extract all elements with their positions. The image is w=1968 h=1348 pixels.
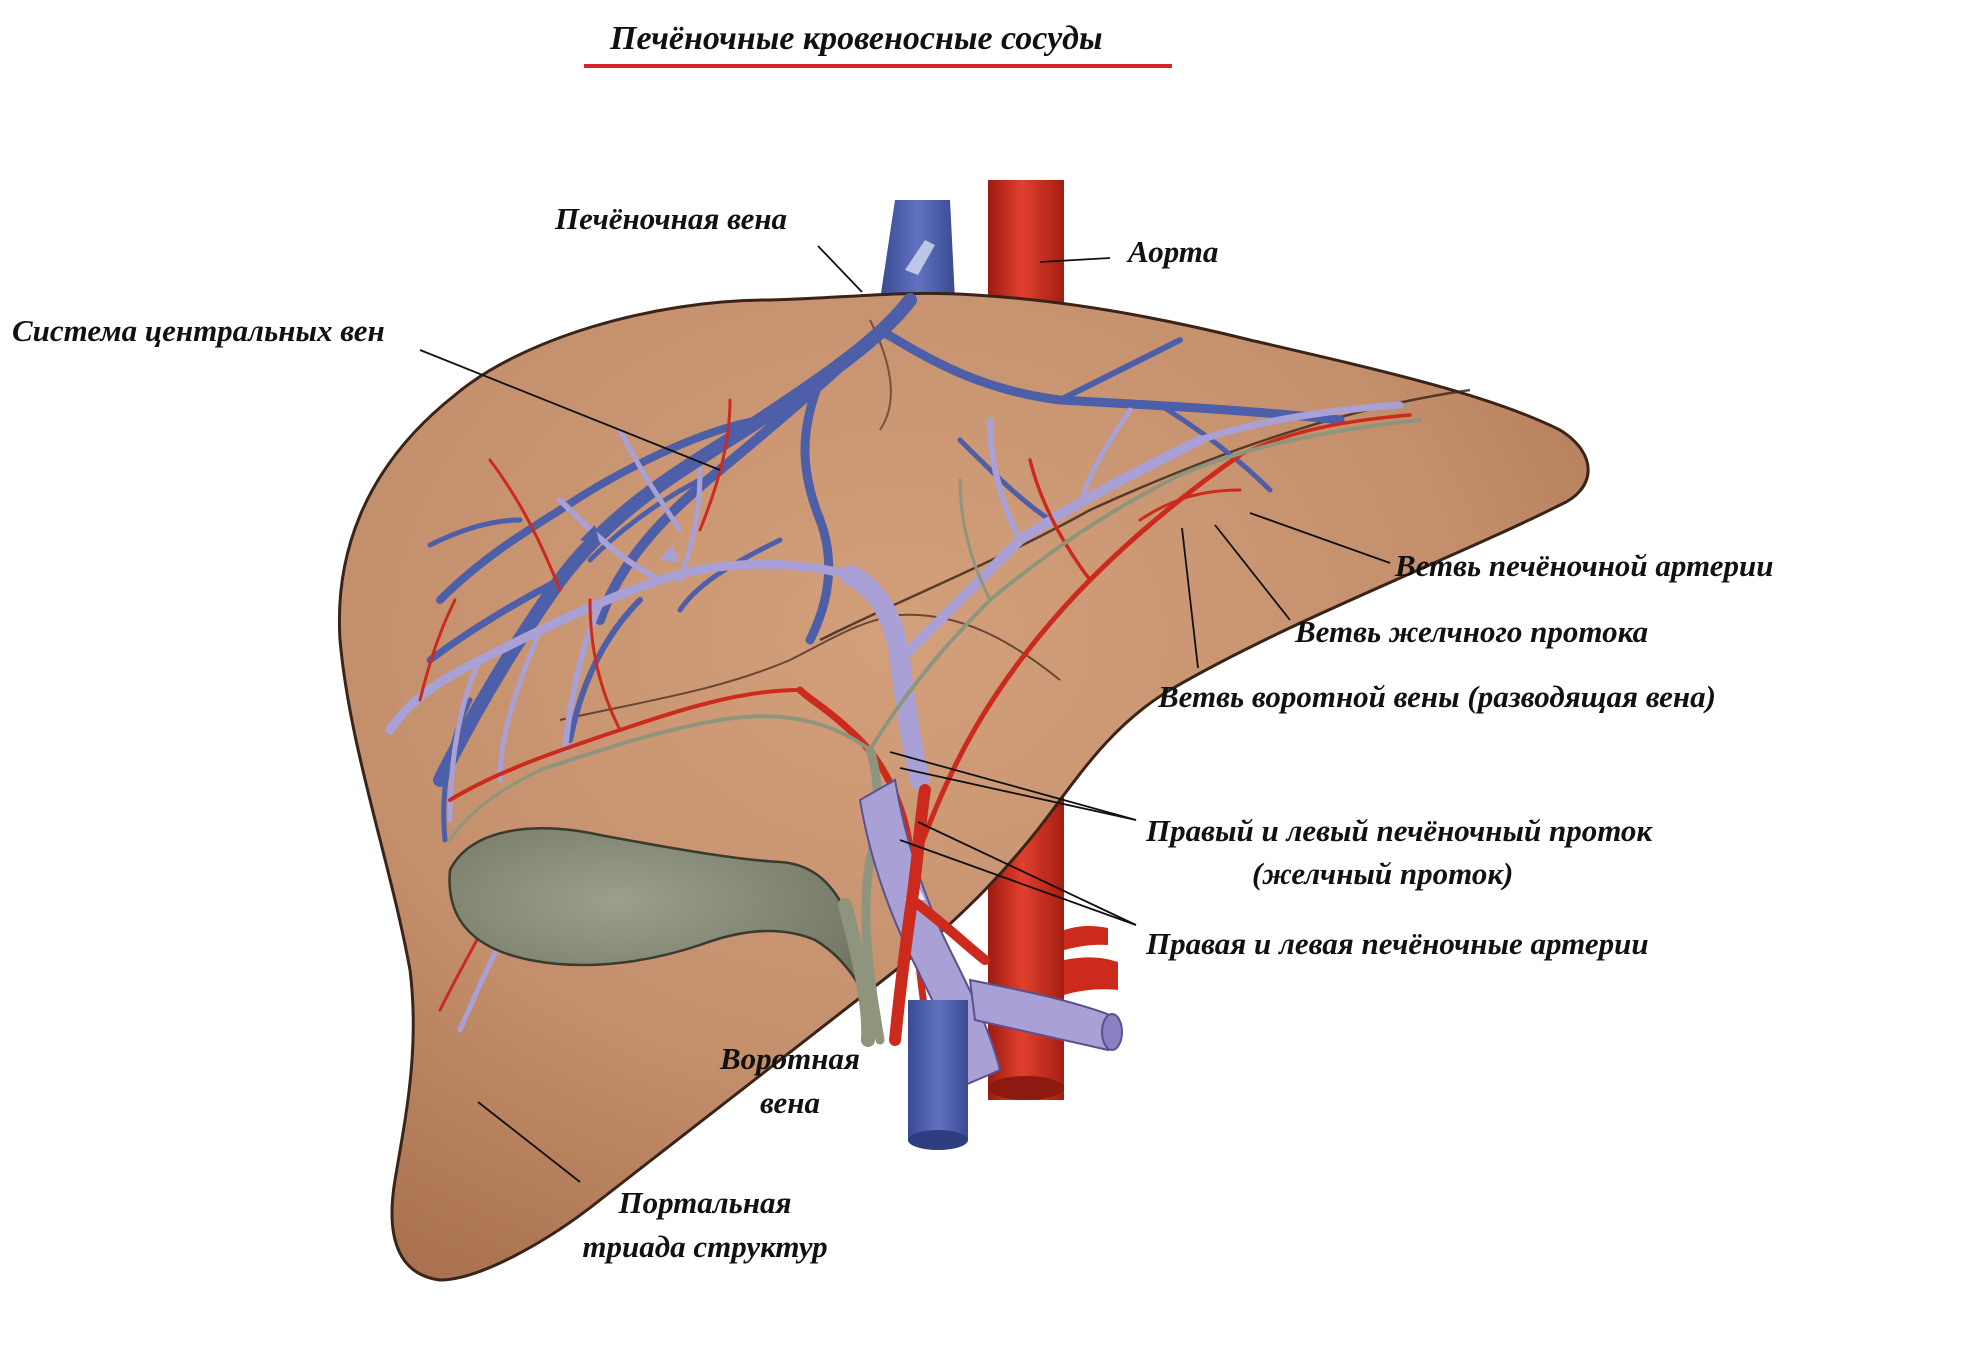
label-hepatic-artery-branch: Ветвь печёночной артерии (1395, 548, 1774, 583)
label-hepatic-arteries: Правая и левая печёночные артерии (1146, 926, 1649, 961)
label-portal-vein-line2: вена (760, 1085, 820, 1120)
label-portal-vein-line1: Воротная (720, 1041, 860, 1076)
inferior-vena-cava (908, 1000, 968, 1150)
hepatic-vein-top (880, 200, 955, 300)
label-portal-triad-line2: триада структур (582, 1229, 828, 1264)
portal-vein-branches (385, 401, 1404, 1033)
label-aorta: Аорта (1128, 234, 1219, 269)
title-underline (584, 64, 1172, 68)
label-portal-vein-branch: Ветвь воротной вены (разводящая вена) (1158, 679, 1716, 714)
label-portal-triad-line1: Портальная (618, 1185, 792, 1220)
diagram-title: Печёночные кровеносные сосуды (610, 20, 1103, 57)
leader-lines (419, 245, 1391, 1183)
label-hepatic-ducts-line2: (желчный проток) (1252, 856, 1514, 891)
label-bile-duct-branch: Ветвь желчного протока (1295, 614, 1649, 649)
bile-duct-branches (448, 418, 1422, 1045)
label-hepatic-ducts-line1: Правый и левый печёночный проток (1146, 813, 1653, 848)
label-hepatic-vein: Печёночная вена (555, 201, 788, 236)
label-central-veins: Система центральных вен (12, 313, 385, 348)
central-veins (426, 293, 1345, 843)
